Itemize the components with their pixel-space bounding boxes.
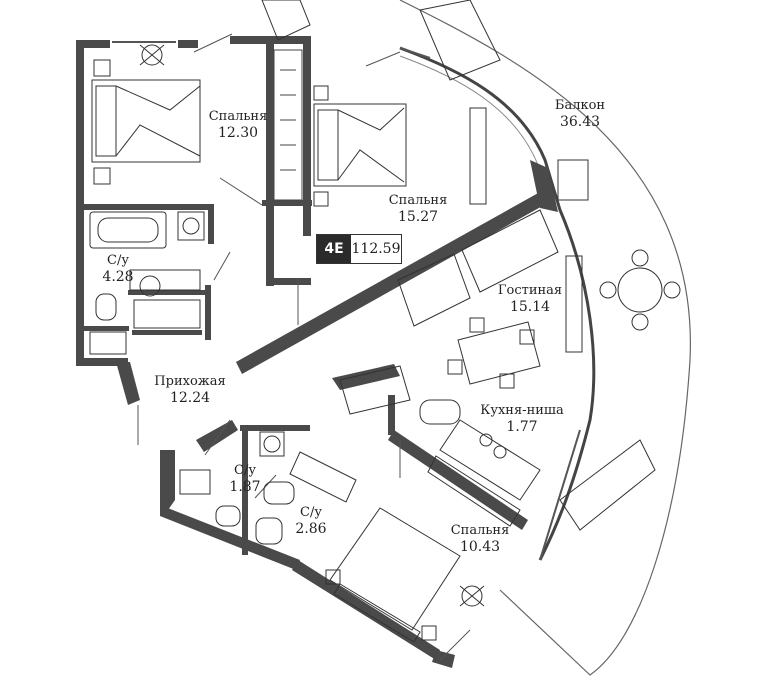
radiator-icon	[469, 107, 583, 353]
room-bedroom-3: Спальня 10.43	[440, 522, 520, 556]
glazing-line	[399, 46, 596, 561]
room-name: С/у	[107, 253, 129, 268]
room-balcony: Балкон 36.43	[540, 97, 620, 131]
plant-icon	[139, 44, 165, 66]
balcony-outline	[399, 0, 691, 676]
bed-icon	[325, 507, 461, 643]
lounger-icon	[261, 0, 656, 531]
room-living: Гостиная 15.14	[490, 282, 570, 316]
room-name: Балкон	[554, 98, 606, 113]
bed-icon	[91, 59, 201, 185]
room-area: 12.24	[169, 390, 211, 406]
room-area: 2.86	[295, 521, 327, 537]
bed-icon	[313, 85, 407, 207]
kitchen-counter-icon	[339, 365, 541, 527]
round-table-icon	[599, 249, 681, 331]
apartment-code: 4E	[317, 235, 351, 263]
room-name: Спальня	[450, 523, 510, 538]
room-area: 15.14	[509, 299, 551, 315]
bathtub-icon	[89, 211, 205, 249]
sofa-icon	[397, 209, 559, 327]
room-bathroom-3: С/у 2.86	[286, 504, 336, 538]
room-hallway: Прихожая 12.24	[150, 373, 230, 407]
room-name: С/у	[234, 463, 256, 478]
room-name: Гостиная	[497, 283, 563, 298]
room-area: 15.27	[397, 209, 439, 225]
room-area: 36.43	[559, 114, 601, 130]
room-bathroom-2: С/у 1.87	[220, 462, 270, 496]
room-kitchen-niche: Кухня-ниша 1.77	[472, 402, 572, 436]
room-bedroom-1: Спальня 12.30	[198, 108, 278, 142]
room-name: Кухня-ниша	[480, 403, 564, 418]
apartment-badge: 4E 112.59	[316, 234, 402, 264]
sink-icon	[89, 269, 201, 355]
dining-table-icon	[447, 317, 541, 389]
plant-icon	[459, 585, 485, 607]
room-name: Спальня	[388, 193, 448, 208]
diagonal-wall	[236, 192, 546, 374]
room-bedroom-2: Спальня 15.27	[378, 192, 458, 226]
wardrobe-icon	[273, 49, 303, 201]
room-name: С/у	[300, 505, 322, 520]
room-bathroom-1: С/у 4.28	[88, 252, 148, 286]
room-name: Прихожая	[154, 374, 226, 389]
room-area: 10.43	[459, 539, 501, 555]
apartment-total-area: 112.59	[351, 235, 401, 263]
room-area: 1.77	[506, 419, 538, 435]
room-area: 1.87	[229, 479, 261, 495]
room-area: 12.30	[217, 125, 259, 141]
room-area: 4.28	[102, 269, 134, 285]
walls	[76, 36, 312, 366]
room-name: Спальня	[208, 109, 268, 124]
bathtub-icon	[179, 431, 357, 545]
